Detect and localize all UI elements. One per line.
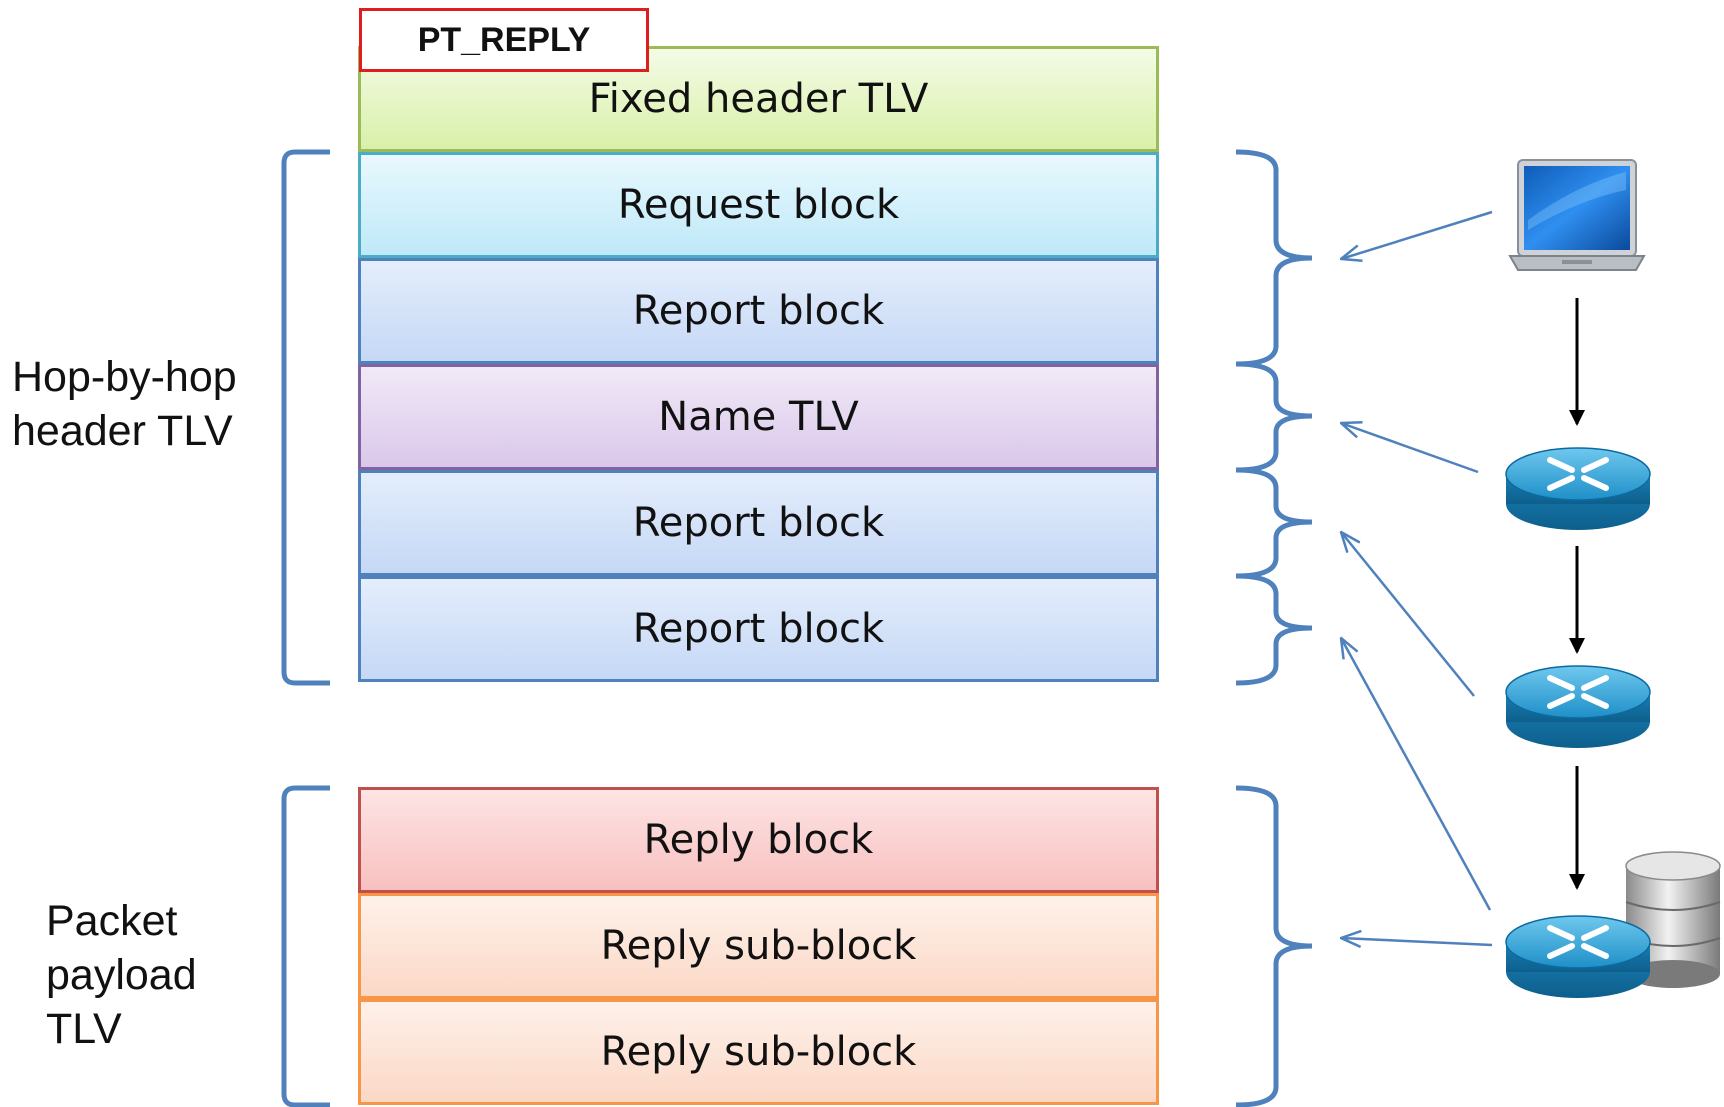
reply-sub-block-1: Reply sub-block — [358, 893, 1159, 999]
label-line: payload — [46, 951, 197, 999]
right-brace-report-2 — [1235, 467, 1313, 579]
left-bracket-payload — [281, 785, 330, 1107]
request-block: Request block — [358, 152, 1159, 258]
return-arrow — [1341, 210, 1493, 259]
block-label: Report block — [632, 606, 885, 652]
block-label: Report block — [632, 500, 885, 546]
reply-sub-block-2: Reply sub-block — [358, 999, 1159, 1105]
report-block-2: Report block — [358, 470, 1159, 576]
block-label: Request block — [617, 182, 900, 228]
left-bracket-hop-by-hop — [281, 149, 330, 686]
reply-block: Reply block — [358, 787, 1159, 893]
return-arrow — [1341, 423, 1479, 474]
label-line: header TLV — [12, 407, 233, 455]
label-line: TLV — [46, 1005, 122, 1053]
router-icon — [1505, 915, 1651, 998]
router-icon — [1505, 447, 1651, 530]
name-tlv-block: Name TLV — [358, 364, 1159, 470]
router-icon — [1505, 665, 1651, 748]
block-label: Reply block — [643, 817, 874, 863]
fixed-header-tlv-block: Fixed header TLV — [358, 46, 1159, 152]
return-arrow — [1341, 532, 1475, 697]
pt-reply-tag: PT_REPLY — [359, 8, 649, 72]
block-label: Reply sub-block — [600, 923, 917, 969]
label-line: Hop-by-hop — [12, 353, 237, 401]
block-label: Name TLV — [658, 394, 859, 440]
block-label: Reply sub-block — [600, 1029, 917, 1075]
label-line: Packet — [46, 897, 178, 945]
block-label: Report block — [632, 288, 885, 334]
right-brace-report-3 — [1235, 573, 1313, 686]
packet-payload-label: Packet payload TLV — [46, 894, 197, 1056]
block-label: Fixed header TLV — [588, 76, 929, 122]
laptop-icon — [1508, 159, 1646, 271]
right-brace-request — [1235, 149, 1313, 367]
return-arrow — [1341, 638, 1492, 911]
return-arrow — [1341, 938, 1493, 945]
right-brace-payload — [1235, 785, 1313, 1107]
report-block-3: Report block — [358, 576, 1159, 682]
right-brace-name — [1235, 361, 1313, 473]
report-block-1: Report block — [358, 258, 1159, 364]
hop-by-hop-label: Hop-by-hop header TLV — [12, 350, 237, 458]
